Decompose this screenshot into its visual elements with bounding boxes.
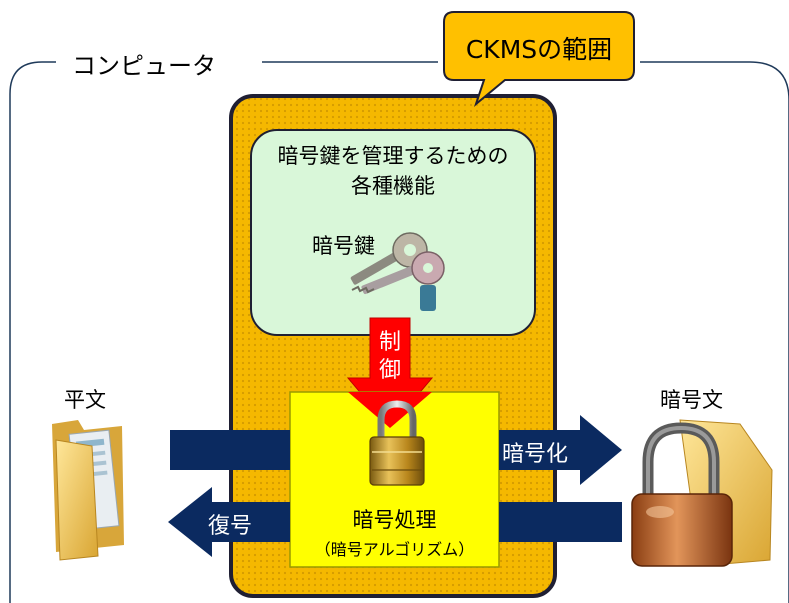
padlock-icon — [369, 400, 425, 486]
control-label-line2: 御 — [378, 358, 401, 383]
decrypt-arrow — [168, 487, 622, 557]
ckms-callout-bubble — [443, 11, 635, 107]
key-management-title-line1: 暗号鍵を管理するための — [277, 144, 509, 168]
keys-icon — [350, 232, 445, 311]
encryption-process-title: 暗号処理 — [352, 508, 437, 532]
computer-label: コンピュータ — [66, 46, 222, 81]
ciphertext-folder-icon — [631, 419, 773, 567]
control-label-line1: 制 — [378, 330, 401, 355]
plaintext-folder-icon — [52, 420, 124, 561]
encryption-key-label: 暗号鍵 — [312, 234, 375, 258]
ckms-callout-label: CKMSの範囲 — [465, 35, 613, 64]
plaintext-label: 平文 — [64, 388, 106, 412]
key-management-title-line2: 各種機能 — [351, 174, 435, 198]
encryption-process-subtitle: （暗号アルゴリズム） — [314, 540, 475, 559]
decrypt-label: 復号 — [208, 514, 253, 539]
ciphertext-label: 暗号文 — [660, 388, 723, 412]
encrypt-arrow — [170, 415, 622, 485]
encrypt-label: 暗号化 — [502, 442, 569, 467]
